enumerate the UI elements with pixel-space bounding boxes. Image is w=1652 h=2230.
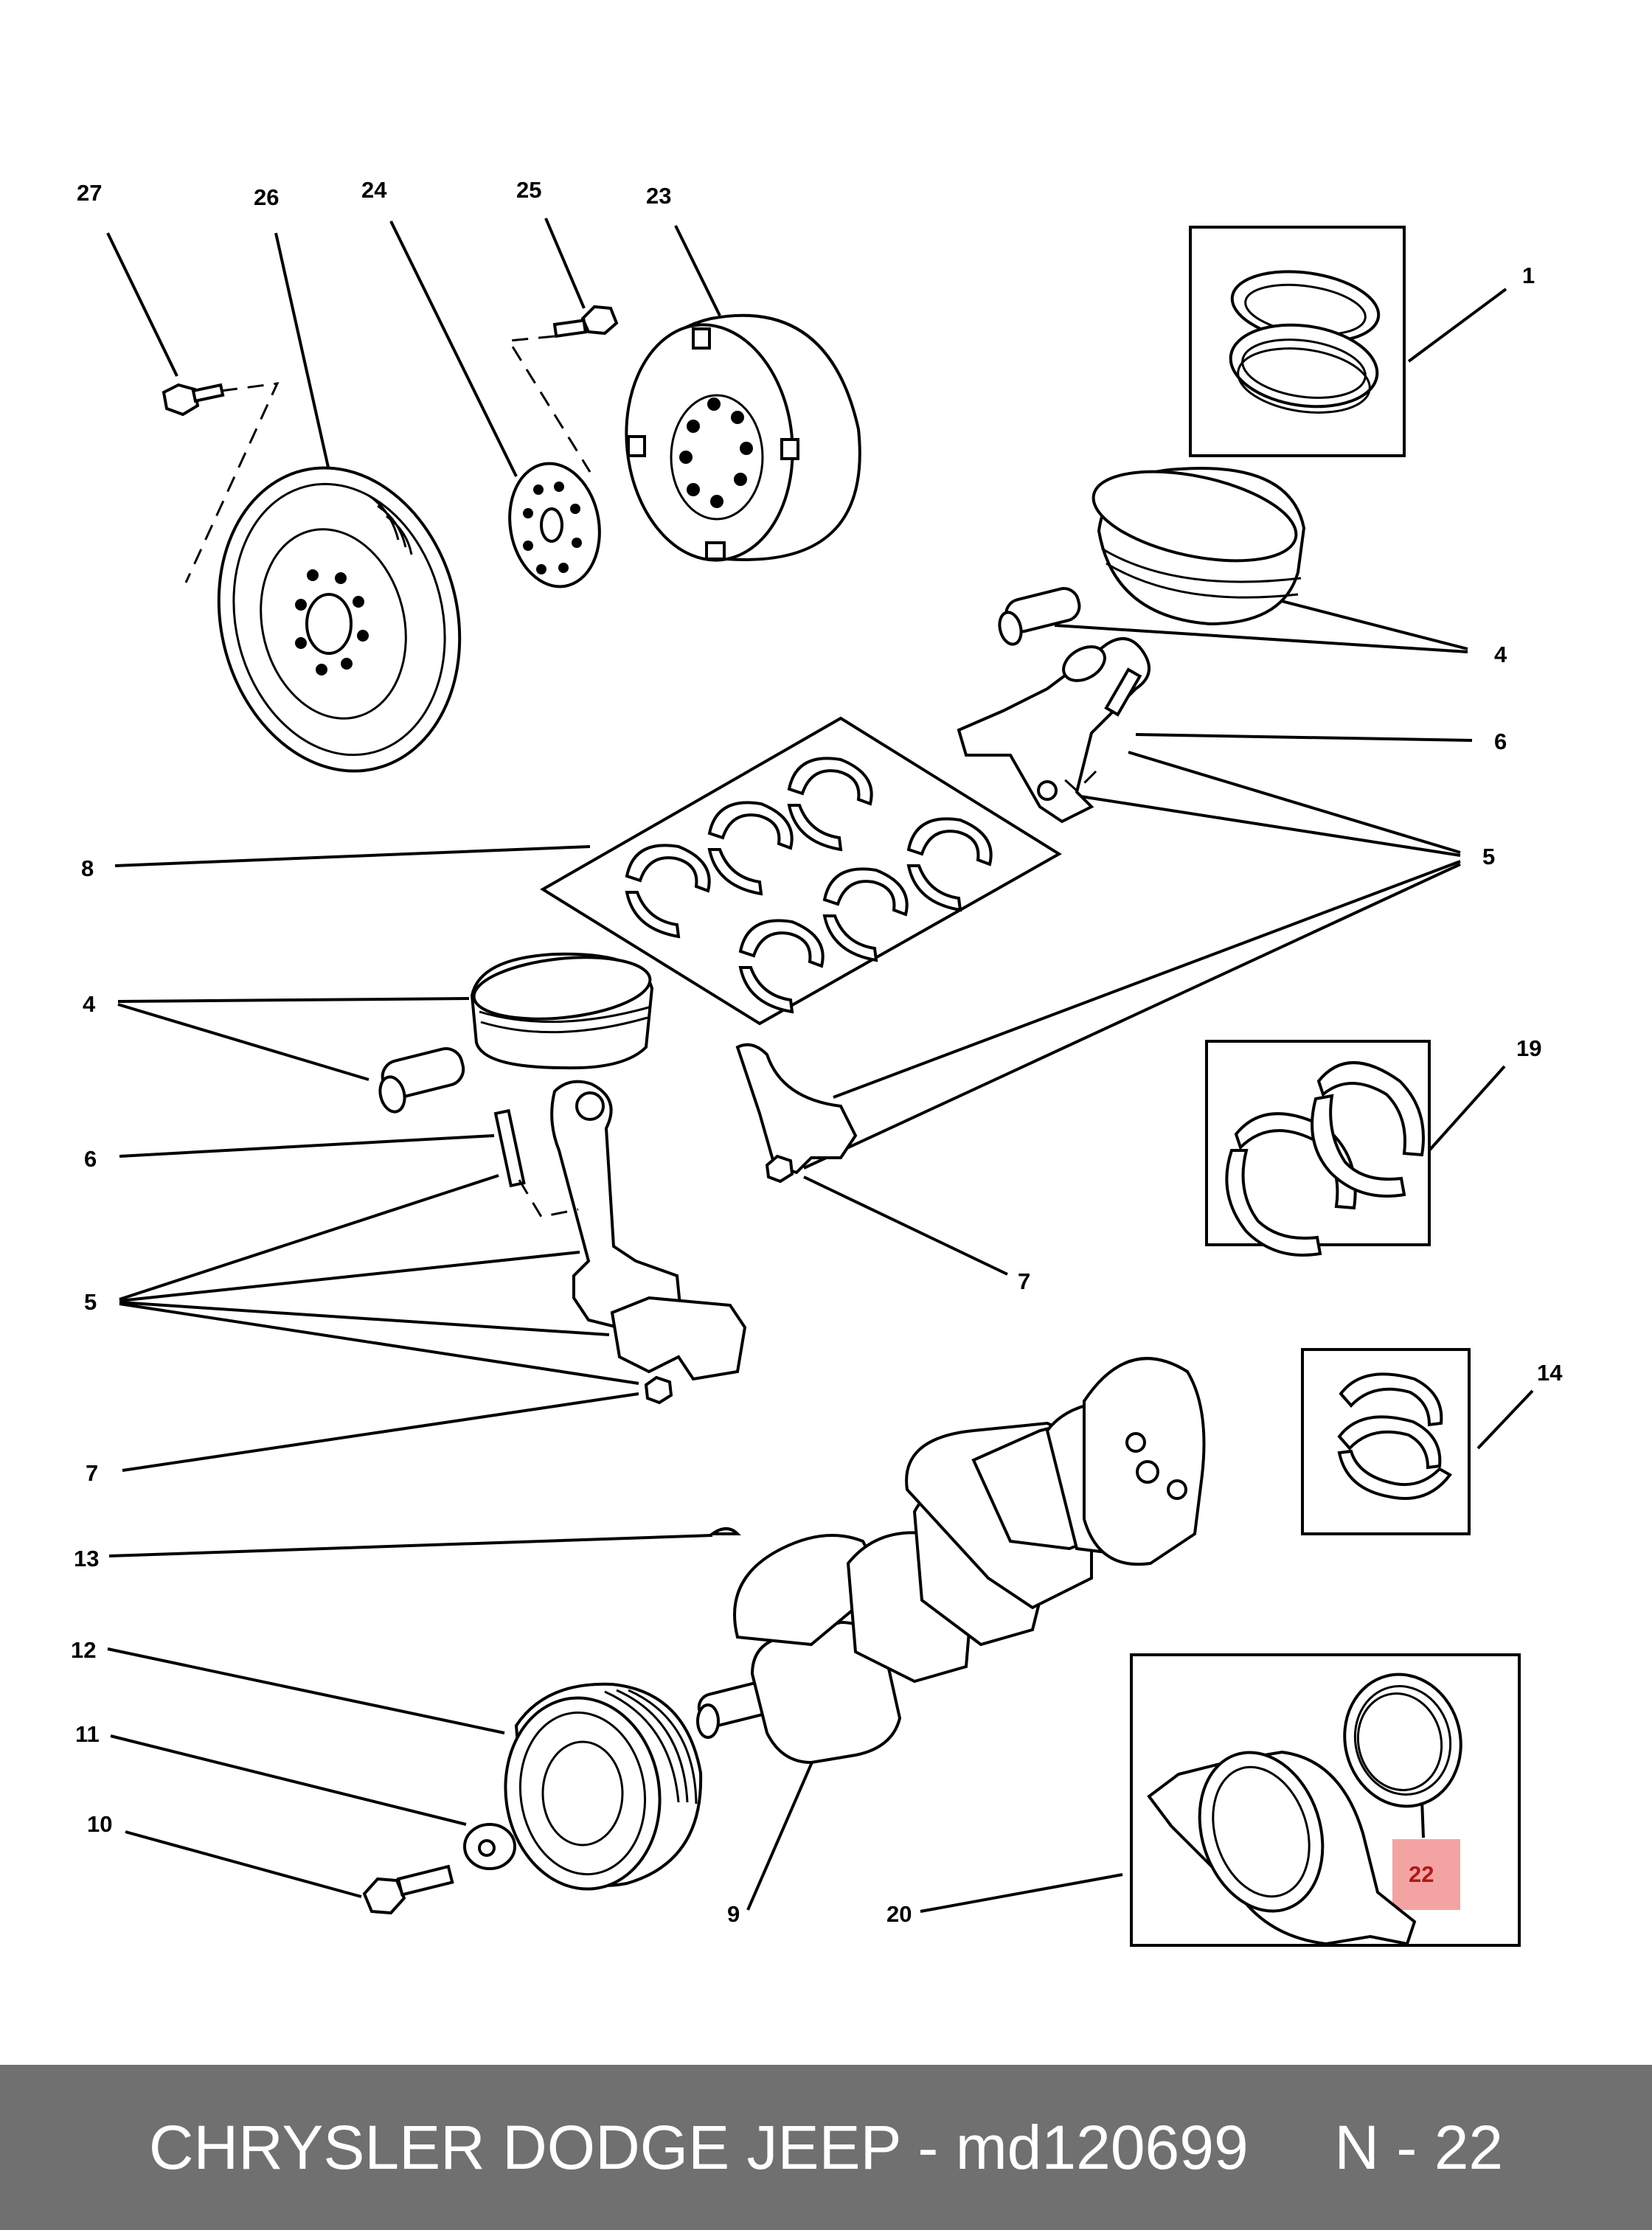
highlighted-callout-label: 22 [1409,1861,1434,1887]
footer-caption-bar: CHRYSLER DODGE JEEP - md120699 N - 22 [0,2065,1652,2230]
callout-7-upper: 7 [1018,1268,1030,1294]
callout-11: 11 [75,1721,100,1747]
callout-25: 25 [516,177,541,203]
connecting-rod-5-upper [957,637,1150,824]
bolt-25 [552,305,619,338]
callout-1: 1 [1522,263,1535,288]
crankshaft-9 [696,1357,1206,1765]
callout-24: 24 [361,177,387,203]
callout-23: 23 [646,183,671,209]
highlight-box [1392,1839,1460,1910]
dashed-guide-27 [184,382,280,583]
callout-7-lower: 7 [86,1460,98,1486]
flywheel-26 [217,466,462,773]
callout-4-lower: 4 [83,991,96,1017]
washer-11 [463,1823,516,1870]
drive-plate-24 [508,462,601,588]
callout-20: 20 [886,1901,912,1927]
woodruff-key-13 [707,1527,741,1535]
piston-assembly-4-lower [378,952,654,1114]
footer-caption: CHRYSLER DODGE JEEP - md120699 N - 22 [148,2112,1504,2182]
callout-14: 14 [1537,1360,1563,1386]
pulley-bolt-10 [362,1864,454,1915]
callout-26: 26 [254,184,279,210]
exploded-parts-diagram: 27 26 24 25 23 1 4 6 5 8 4 19 6 7 5 14 7… [71,177,1563,1947]
group-frames [540,226,1521,1947]
bearing-shells-8 [625,757,993,1014]
frame-part-14 [1301,1348,1471,1535]
dashed-guide-25 [507,335,591,473]
main-bearing-14 [1337,1372,1452,1500]
bearing-cap-5-right [735,1043,858,1184]
callout-6-lower: 6 [84,1146,97,1172]
frame-part-20 [1130,1653,1521,1947]
torque-converter-23 [625,313,861,562]
rear-main-seal-22 [1343,1672,1462,1808]
crank-pulley-12 [504,1682,703,1891]
callout-9: 9 [727,1901,740,1927]
callout-19: 19 [1516,1035,1541,1061]
callout-8: 8 [81,855,94,881]
nut-7-lower [644,1375,673,1405]
piston-rings-1 [1229,270,1381,414]
callout-5-lower: 5 [84,1289,97,1315]
piston-assembly-4-upper [998,467,1306,646]
thrust-bearing-19 [1225,1061,1425,1257]
highlighted-callout-22: 22 [1392,1839,1460,1910]
frame-part-8 [540,716,1062,1026]
callout-4-upper: 4 [1494,642,1507,667]
seal-retainer-20 [1147,1750,1417,1946]
callout-12: 12 [71,1637,96,1663]
connecting-rod-5-lower [493,1080,747,1381]
callout-27: 27 [77,180,102,206]
callout-5-upper: 5 [1482,844,1495,869]
frame-part-1 [1189,226,1406,457]
bolt-27 [162,383,225,417]
callout-6-upper: 6 [1494,729,1507,754]
callout-13: 13 [74,1546,99,1571]
callout-10: 10 [87,1811,112,1837]
leader-lines [106,218,1534,1913]
